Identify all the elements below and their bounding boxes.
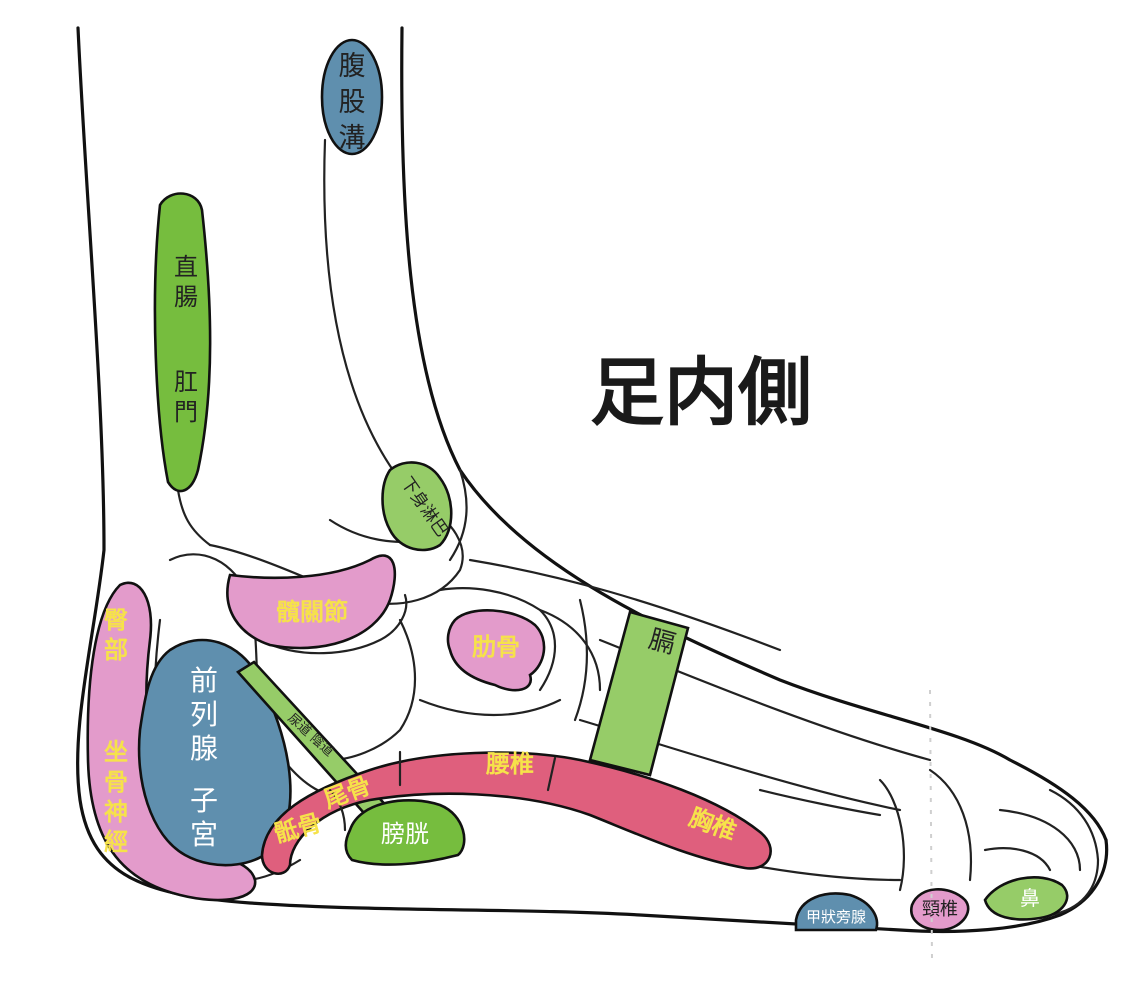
scan-artifact-line [929, 689, 933, 961]
zone-nose [983, 876, 1069, 921]
spine-divider-1 [328, 788, 347, 832]
label-lumbar: 腰椎 [485, 750, 534, 778]
zone-rectum-anus [153, 192, 212, 493]
label-groin: 腹股溝 [339, 51, 366, 154]
zone-cervical [910, 888, 970, 932]
zone-hip-joint [226, 554, 397, 650]
label-prostate: 前列腺 [190, 664, 218, 765]
zone-lower-lymph [381, 461, 453, 552]
label-cervical: 頸椎 [922, 899, 958, 920]
label-anus: 肛門 [174, 368, 198, 426]
diagram-title: 足内側 [590, 350, 812, 436]
zone-rib [446, 609, 546, 692]
label-rib: 肋骨 [472, 633, 520, 661]
svg-text:腹股溝: 腹股溝 [339, 51, 366, 154]
spine-divider-3 [546, 756, 557, 792]
zone-bladder [344, 799, 466, 866]
label-sciatic: 坐骨神經 [104, 738, 128, 856]
zone-diaphragm [588, 610, 690, 777]
zone-groin [320, 38, 384, 156]
zone-parathyroid [794, 892, 879, 932]
svg-text:臀部: 臀部 [104, 606, 128, 664]
zone-spine [260, 751, 772, 875]
label-buttock: 臀部 [104, 606, 128, 664]
foot-bones [153, 468, 972, 892]
label-bladder: 膀胱 [381, 820, 429, 848]
label-parathyroid: 甲狀旁腺 [806, 908, 866, 926]
label-hip-joint: 髖關節 [276, 598, 348, 626]
label-nose: 鼻 [1020, 886, 1040, 910]
label-rectum: 直腸 [174, 253, 198, 311]
label-uterus: 子宮 [190, 784, 218, 851]
svg-text:坐骨神經: 坐骨神經 [104, 738, 128, 856]
zone-buttock-sciatic [86, 581, 257, 902]
